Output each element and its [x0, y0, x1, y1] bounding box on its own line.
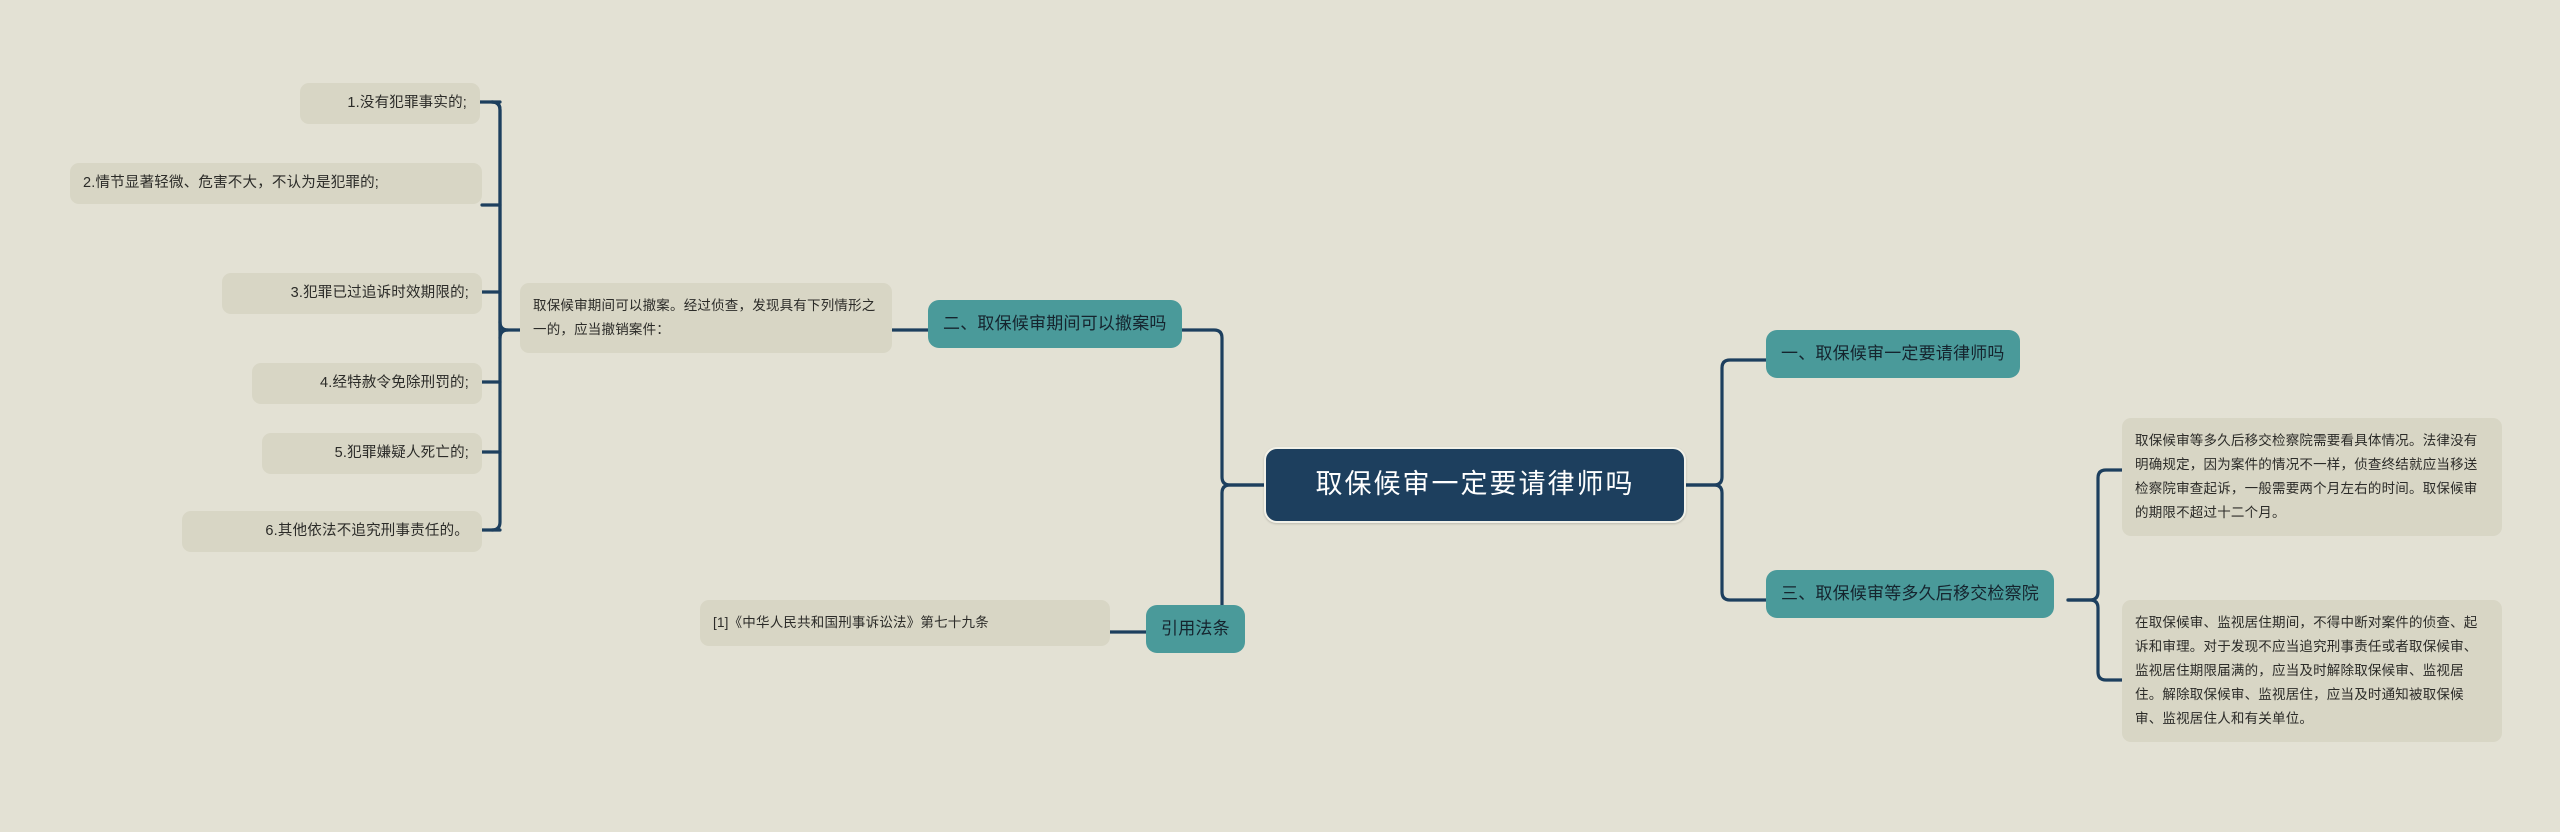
branch-three-detail-two[interactable]: 在取保候审、监视居住期间，不得中断对案件的侦查、起诉和审理。对于发现不应当追究刑…	[2122, 600, 2502, 743]
law-topic[interactable]: 引用法条	[1146, 605, 1245, 653]
law-topic-label: 引用法条	[1161, 619, 1230, 638]
connector-center-to-branch-one	[1684, 358, 1768, 487]
connector-summary-vertical-up	[490, 100, 502, 332]
list-item-4[interactable]: 4.经特赦令免除刑罚的;	[252, 363, 482, 405]
list-item-5-label: 5.犯罪嫌疑人死亡的;	[334, 445, 469, 461]
branch-one-topic-label: 一、取保候审一定要请律师吗	[1781, 344, 2005, 363]
branch-two-summary[interactable]: 取保候审期间可以撤案。经过侦查，发现具有下列情形之一的，应当撤销案件：	[520, 283, 892, 354]
list-item-3[interactable]: 3.犯罪已过追诉时效期限的;	[222, 273, 482, 315]
branch-two-topic[interactable]: 二、取保候审期间可以撤案吗	[928, 300, 1182, 348]
branch-two-summary-label: 取保候审期间可以撤案。经过侦查，发现具有下列情形之一的，应当撤销案件：	[533, 298, 876, 338]
list-item-2[interactable]: 2.情节显著轻微、危害不大，不认为是犯罪的;	[70, 163, 482, 205]
list-item-6[interactable]: 6.其他依法不追究刑事责任的。	[182, 511, 482, 553]
list-item-6-label: 6.其他依法不追究刑事责任的。	[265, 523, 469, 539]
connector-branch-three-to-detail-two	[2066, 598, 2124, 682]
center-topic[interactable]: 取保候审一定要请律师吗	[1264, 447, 1686, 523]
branch-three-detail-one-label: 取保候审等多久后移交检察院需要看具体情况。法律没有明确规定，因为案件的情况不一样…	[2135, 433, 2478, 521]
branch-three-topic[interactable]: 三、取保候审等多久后移交检察院	[1766, 570, 2054, 618]
list-item-1-label: 1.没有犯罪事实的;	[347, 95, 467, 111]
branch-one-topic[interactable]: 一、取保候审一定要请律师吗	[1766, 330, 2020, 378]
list-item-5[interactable]: 5.犯罪嫌疑人死亡的;	[262, 433, 482, 475]
branch-three-detail-one[interactable]: 取保候审等多久后移交检察院需要看具体情况。法律没有明确规定，因为案件的情况不一样…	[2122, 418, 2502, 537]
branch-three-detail-two-label: 在取保候审、监视居住期间，不得中断对案件的侦查、起诉和审理。对于发现不应当追究刑…	[2135, 615, 2478, 727]
list-item-2-label: 2.情节显著轻微、危害不大，不认为是犯罪的;	[83, 175, 380, 191]
connector-center-to-branch-two	[1180, 328, 1266, 487]
branch-two-topic-label: 二、取保候审期间可以撤案吗	[943, 314, 1167, 333]
list-item-4-label: 4.经特赦令免除刑罚的;	[319, 375, 469, 391]
law-citation-label: [1]《中华人民共和国刑事诉讼法》第七十九条	[713, 615, 989, 630]
connector-center-to-branch-three	[1684, 483, 1768, 602]
list-item-3-label: 3.犯罪已过追诉时效期限的;	[290, 285, 469, 301]
list-item-1[interactable]: 1.没有犯罪事实的;	[300, 83, 480, 125]
connector-branch-three-to-detail-one	[2066, 468, 2124, 602]
branch-three-topic-label: 三、取保候审等多久后移交检察院	[1781, 584, 2039, 603]
connector-summary-to-item-1	[490, 100, 522, 332]
law-citation[interactable]: [1]《中华人民共和国刑事诉讼法》第七十九条	[700, 600, 1110, 647]
connector-summary-vertical	[490, 328, 510, 532]
center-topic-label: 取保候审一定要请律师吗	[1315, 469, 1635, 500]
